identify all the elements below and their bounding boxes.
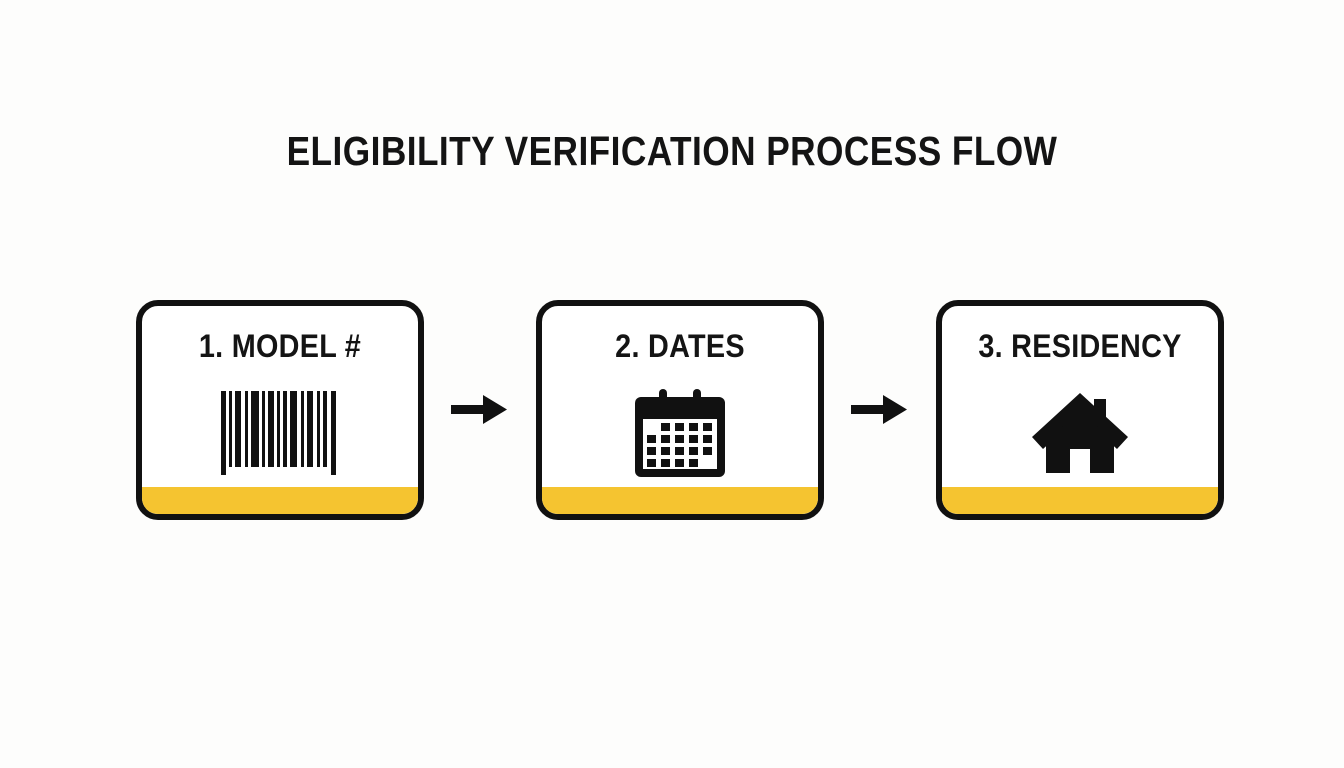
flow-step-card-3[interactable]: 3. RESIDENCY [936,300,1224,520]
flow-step-footer-bar-2 [542,487,818,514]
flow-step-label-3: 3. RESIDENCY [978,328,1182,364]
flow-step-icon-slot-3 [942,384,1218,482]
process-flow-row: 1. MODEL # [136,300,1224,520]
barcode-icon [221,391,336,475]
flow-step-icon-slot-1 [142,384,418,482]
flow-step-icon-slot-2 [542,384,818,482]
page-title: ELIGIBILITY VERIFICATION PROCESS FLOW [286,128,1058,174]
flow-connector-1 [449,390,511,430]
house-icon [1032,393,1128,473]
flow-connector-2 [849,390,911,430]
flow-step-footer-bar-1 [142,487,418,514]
flow-step-label-1: 1. MODEL # [198,328,362,364]
flow-step-footer-bar-3 [942,487,1218,514]
calendar-icon [635,389,725,477]
arrow-right-icon [851,395,907,424]
flow-step-label-2: 2. DATES [615,328,745,364]
arrow-right-icon [451,395,507,424]
flow-step-card-1[interactable]: 1. MODEL # [136,300,424,520]
flow-step-card-2[interactable]: 2. DATES [536,300,824,520]
